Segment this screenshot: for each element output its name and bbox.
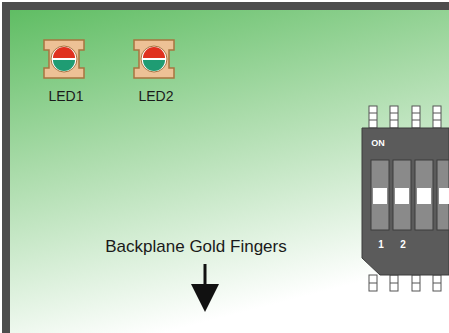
switch-on-label: ON xyxy=(371,139,385,149)
led-label: LED1 xyxy=(48,89,83,104)
led-label: LED2 xyxy=(138,89,173,104)
switch-number: 1 xyxy=(378,239,384,250)
switch-number: 2 xyxy=(400,239,406,250)
edge-connector-label: Backplane Gold Fingers xyxy=(105,238,286,257)
